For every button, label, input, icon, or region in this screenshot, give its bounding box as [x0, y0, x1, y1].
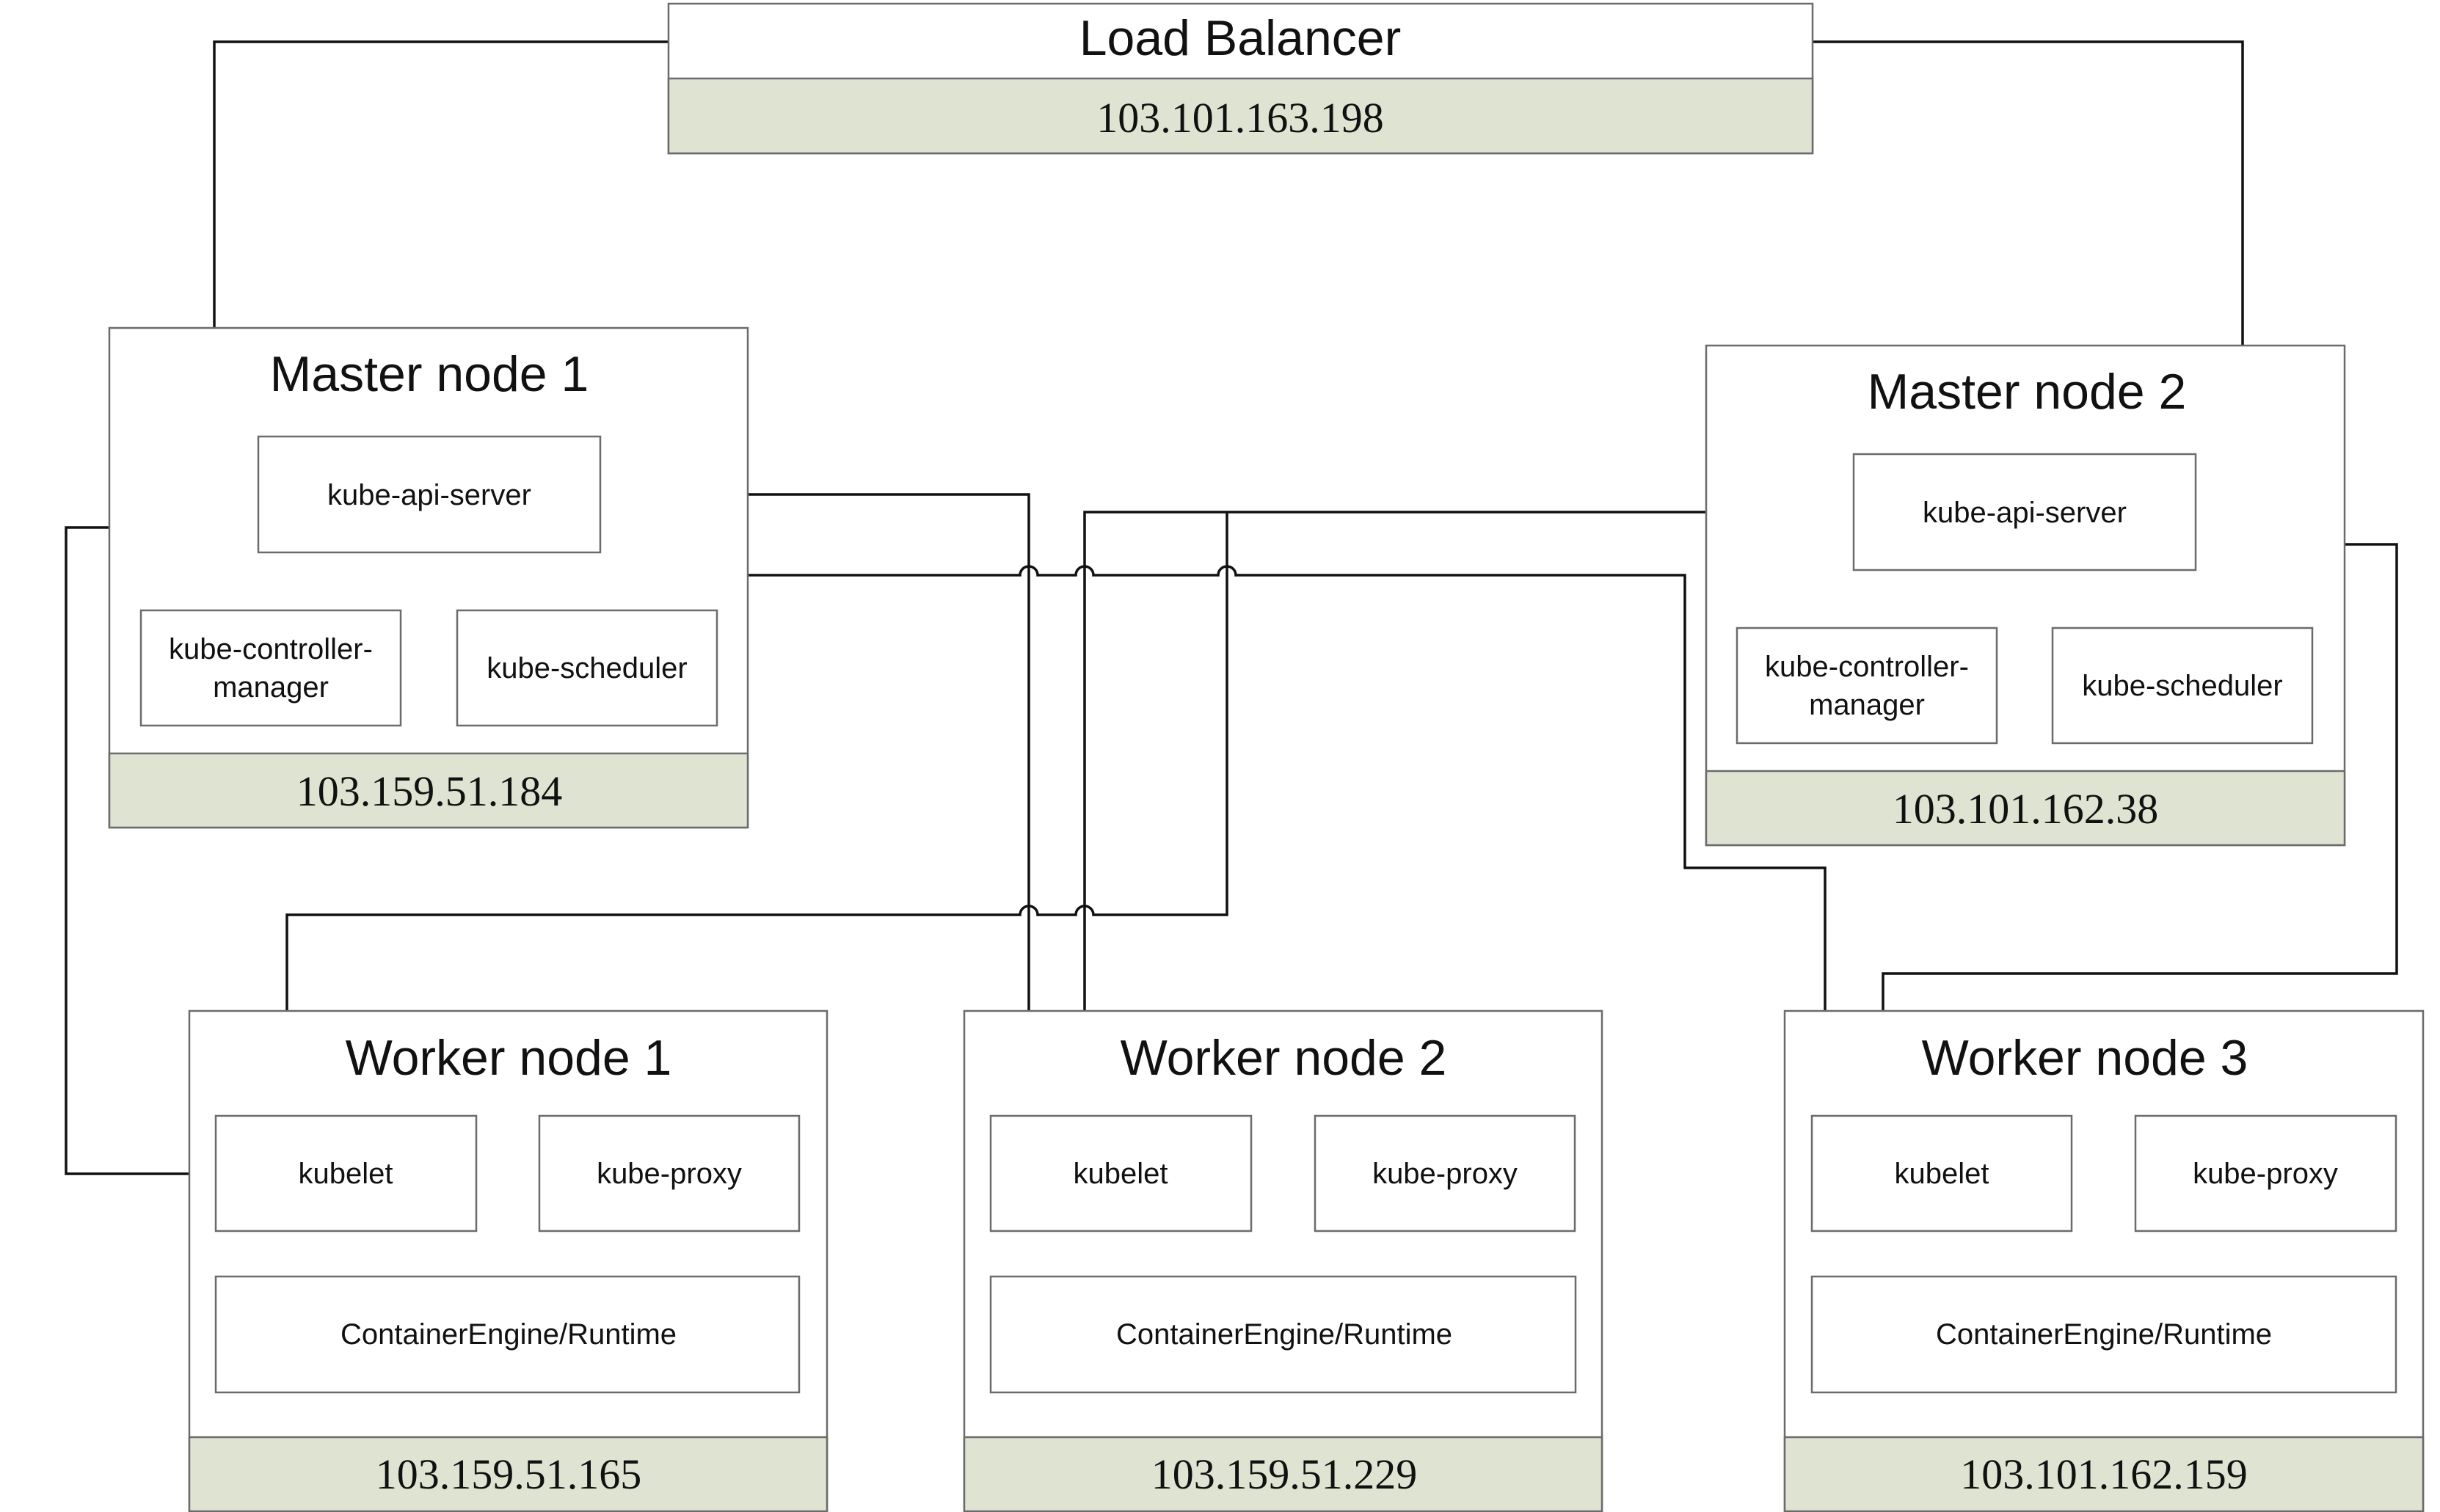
master1-scheduler [456, 609, 718, 727]
worker-node-2: Worker node 2 kubelet kube-proxy Contain… [963, 1009, 1603, 1512]
worker2-ip: 103.159.51.229 [1151, 1450, 1418, 1498]
worker1-title: Worker node 1 [346, 1030, 672, 1086]
worker2-kubelet [989, 1114, 1253, 1232]
master2-title: Master node 2 [1868, 364, 2187, 420]
master2-api-server-label: kube-api-server [1923, 497, 2127, 529]
worker-node-1: Worker node 1 kubelet kube-proxy Contain… [188, 1009, 828, 1512]
worker3-runtime [1810, 1275, 2397, 1394]
worker3-kube-proxy [2134, 1114, 2397, 1232]
worker2-runtime-label: ContainerEngine/Runtime [1116, 1318, 1452, 1351]
worker3-kubelet [1810, 1114, 2073, 1232]
worker3-ip: 103.101.162.159 [1960, 1450, 2248, 1498]
worker1-runtime [214, 1275, 801, 1394]
ip-band [1783, 1436, 2425, 1512]
master-node-2: Master node 2 kube-api-server kube-contr… [1705, 344, 2346, 847]
worker3-runtime-label: ContainerEngine/Runtime [1936, 1318, 2272, 1351]
master2-scheduler-label: kube-scheduler [2082, 670, 2283, 702]
master2-scheduler [2051, 627, 2314, 745]
master2-controller-manager-label-1: kube-controller- [1765, 651, 1969, 683]
worker3-kubelet-label: kubelet [1895, 1158, 1989, 1190]
master1-api-server [257, 435, 602, 554]
master2-controller-manager [1736, 627, 1998, 745]
ip-band [108, 752, 749, 829]
load-balancer: Load Balancer 103.101.163.198 [667, 2, 1814, 155]
load-balancer-title: Load Balancer [1079, 10, 1402, 66]
master1-controller-manager-label-1: kube-controller- [169, 633, 373, 665]
ip-band [963, 1436, 1603, 1512]
master1-controller-manager [139, 609, 402, 727]
worker1-runtime-label: ContainerEngine/Runtime [340, 1318, 677, 1351]
worker2-kube-proxy-label: kube-proxy [1372, 1158, 1518, 1190]
worker1-ip: 103.159.51.165 [376, 1450, 642, 1498]
worker-node-3: Worker node 3 kubelet kube-proxy Contain… [1783, 1009, 2425, 1512]
wire-master2-to-worker1-kubelet [285, 512, 1228, 1116]
worker1-kubelet-label: kubelet [299, 1158, 393, 1190]
worker2-kube-proxy [1314, 1114, 1576, 1232]
master1-ip: 103.159.51.184 [296, 767, 563, 815]
master1-title: Master node 1 [270, 346, 589, 402]
master-node-1: Master node 1 kube-api-server kube-contr… [108, 326, 749, 829]
worker1-kubelet [214, 1114, 478, 1232]
wire-master1-to-worker3-kubelet [428, 552, 1827, 1116]
worker3-title: Worker node 3 [1922, 1030, 2248, 1086]
load-balancer-ip: 103.101.163.198 [1096, 94, 1384, 142]
master1-api-server-label: kube-api-server [327, 479, 531, 511]
ip-band [188, 1436, 828, 1512]
ip-band [667, 77, 1814, 155]
worker2-kubelet-label: kubelet [1074, 1158, 1168, 1190]
wire-master2-to-worker2-kubelet [1083, 511, 1854, 1116]
master2-ip: 103.101.162.38 [1893, 785, 2159, 833]
ip-band [1705, 770, 2346, 847]
worker3-kube-proxy-label: kube-proxy [2193, 1158, 2338, 1190]
master2-controller-manager-label-2: manager [1809, 689, 1925, 721]
worker2-runtime [989, 1275, 1577, 1394]
worker2-title: Worker node 2 [1121, 1030, 1447, 1086]
master2-api-server [1852, 453, 2197, 571]
worker1-kube-proxy-label: kube-proxy [597, 1158, 742, 1190]
master1-scheduler-label: kube-scheduler [487, 652, 688, 684]
worker1-kube-proxy [538, 1114, 801, 1232]
master1-controller-manager-label-2: manager [213, 671, 329, 704]
